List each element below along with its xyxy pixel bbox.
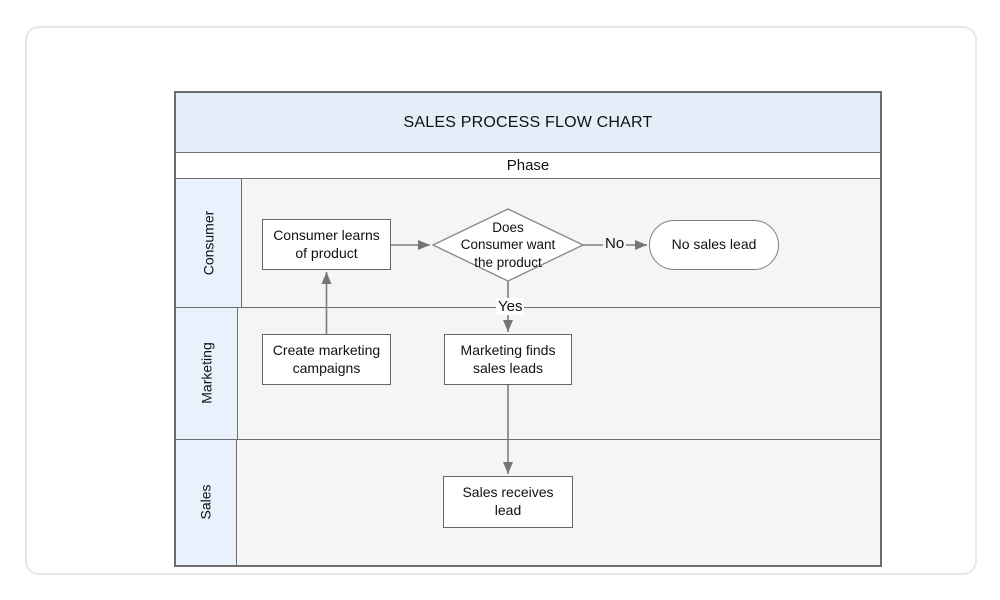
node-marketing-finds-sales-leads: Marketing finds sales leads <box>444 334 572 385</box>
node-text: Create marketing <box>272 341 381 358</box>
phase-row: Phase <box>176 153 880 179</box>
lane-label-consumer: Consumer <box>176 178 242 307</box>
node-text: Consumer want <box>460 237 556 253</box>
node-text: Marketing finds <box>460 341 556 358</box>
node-text: lead <box>494 502 522 518</box>
chart-title-row: SALES PROCESS FLOW CHART <box>176 93 880 153</box>
node-text: of product <box>295 244 358 261</box>
chart-title: SALES PROCESS FLOW CHART <box>403 113 653 131</box>
decision-diamond-shape <box>431 208 585 282</box>
canvas-card: SALES PROCESS FLOW CHART Phase Consumer … <box>25 26 977 575</box>
node-text: Consumer learns <box>273 226 380 243</box>
node-no-sales-lead: No sales lead <box>649 220 779 270</box>
node-sales-receives-lead: Sales receives lead <box>443 476 573 528</box>
node-text: No sales lead <box>671 236 757 253</box>
lane-label-marketing: Marketing <box>176 308 239 439</box>
node-text: the product <box>474 254 542 270</box>
lane-label-sales: Sales <box>176 439 237 565</box>
node-create-marketing-campaigns: Create marketing campaigns <box>262 334 391 385</box>
connector-layer <box>321 208 647 474</box>
swimlane-table: SALES PROCESS FLOW CHART Phase Consumer … <box>174 91 882 567</box>
node-text: Does <box>492 219 524 235</box>
node-text: Sales receives <box>462 484 554 501</box>
node-decision-does-consumer-want-product: Does Consumer want the product <box>436 211 580 279</box>
node-text: campaigns <box>292 359 361 376</box>
phase-label: Phase <box>506 156 550 174</box>
node-consumer-learns-of-product: Consumer learns of product <box>262 219 391 270</box>
node-text: sales leads <box>472 359 544 376</box>
